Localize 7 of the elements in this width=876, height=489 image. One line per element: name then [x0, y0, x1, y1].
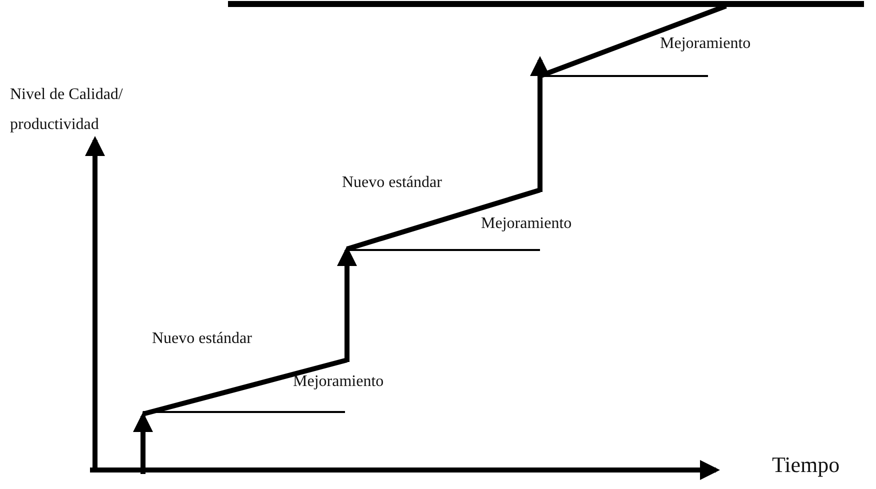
axis-title: Tiempo	[772, 452, 840, 478]
annotation-label: Nuevo estándar	[342, 173, 442, 192]
annotation-label: Mejoramiento	[293, 372, 384, 392]
axis-title: Nivel de Calidad/ productividad	[10, 85, 124, 135]
annotation-label: Nuevo estándar	[152, 329, 252, 348]
annotation-label: Mejoramiento	[481, 214, 572, 234]
annotation-label: Mejoramiento	[660, 34, 751, 54]
